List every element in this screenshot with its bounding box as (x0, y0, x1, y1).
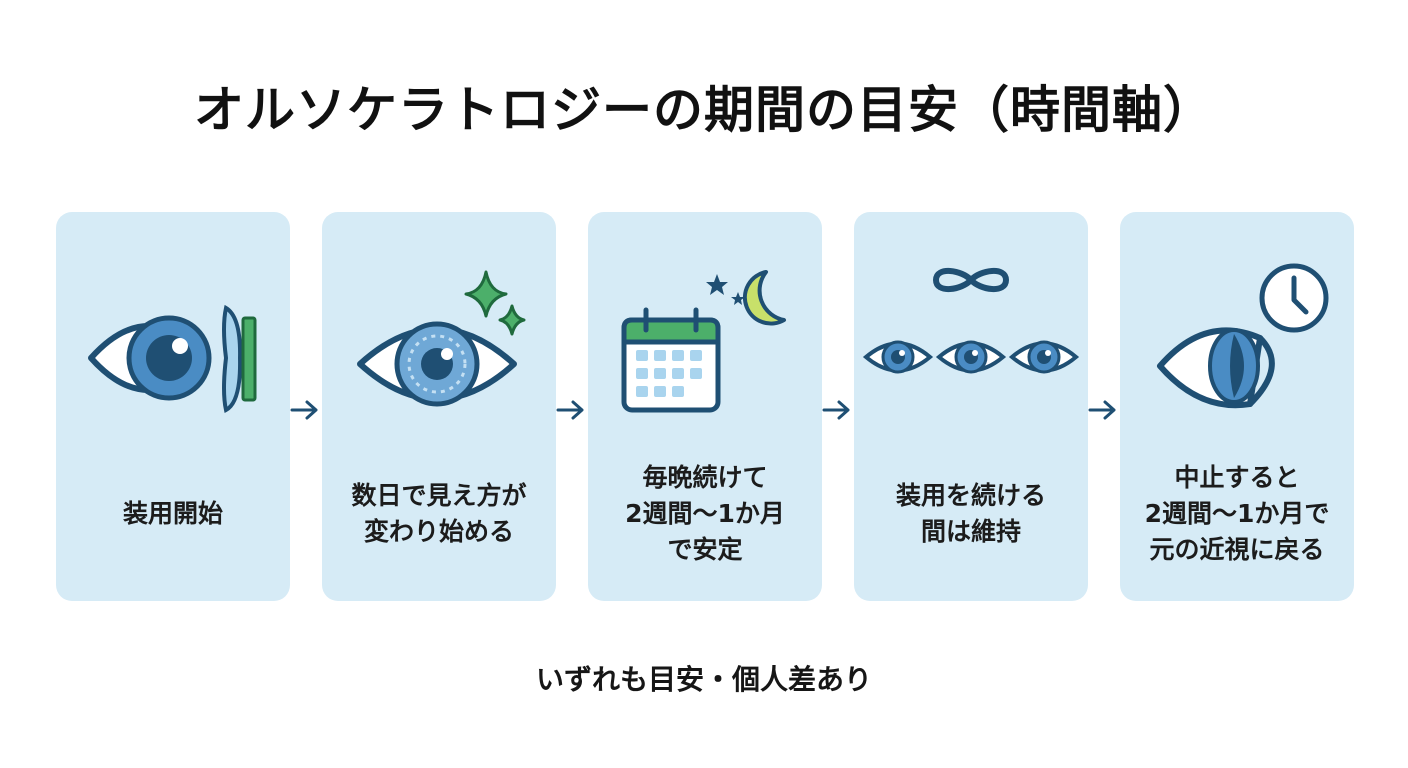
arrow-right-icon (556, 400, 584, 420)
infinity-eyes-icon (854, 242, 1088, 442)
footnote: いずれも目安・個人差あり (535, 663, 872, 696)
step-card-4: 装用を続ける 間は維持 (854, 212, 1088, 601)
eye-with-lens-icon (56, 242, 290, 442)
arrow-right-icon (290, 400, 318, 420)
step-card-1: 装用開始 (56, 212, 290, 601)
step-card-5: 中止すると 2週間〜1か月で 元の近視に戻る (1120, 212, 1354, 601)
step-label-2: 数日で見え方が 変わり始める (351, 481, 527, 546)
eye-clock-icon (1120, 242, 1354, 442)
calendar-moon-icon (588, 242, 822, 442)
arrow-right-icon (1088, 400, 1116, 420)
step-card-3: 毎晩続けて 2週間〜1か月 で安定 (588, 212, 822, 601)
step-label-4: 装用を続ける 間は維持 (895, 481, 1046, 546)
arrow-right-icon (822, 400, 850, 420)
step-card-2: 数日で見え方が 変わり始める (322, 212, 556, 601)
step-label-5: 中止すると 2週間〜1か月で 元の近視に戻る (1144, 463, 1330, 564)
page-title: オルソケラトロジーの期間の目安（時間軸） (194, 81, 1214, 139)
step-label-3: 毎晩続けて 2週間〜1か月 で安定 (625, 463, 785, 564)
step-label-1: 装用開始 (122, 499, 223, 528)
eye-with-sparkles-icon (322, 242, 556, 442)
